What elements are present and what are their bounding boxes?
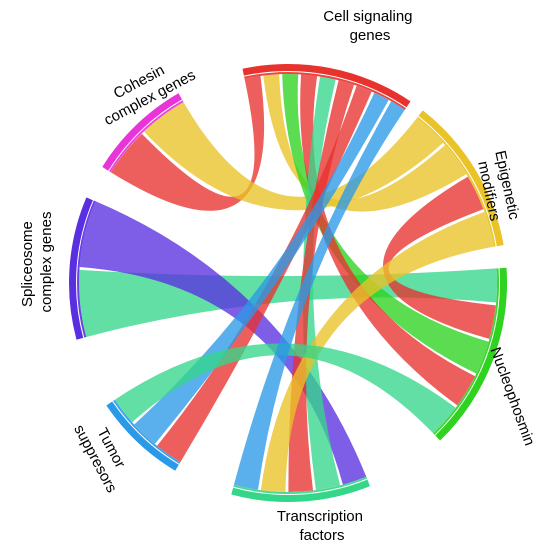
group-arc-inner-epi: [416, 116, 496, 247]
group-arc-tum: [106, 401, 179, 471]
group-arc-inner-npm: [433, 268, 499, 435]
ribbon-epi-npm: [383, 176, 496, 339]
ribbon-spl-tf: [79, 201, 367, 485]
group-arc-tf: [231, 479, 370, 502]
group-arc-inner-coh: [109, 100, 184, 173]
label-spliceosome-complex-genes: Spliceosome complex genes: [19, 212, 55, 313]
ribbon-tf-cell: [288, 80, 354, 492]
ribbon-tum-cell: [157, 85, 372, 463]
group-arc-inner-tf: [233, 476, 368, 494]
group-arc-npm: [435, 267, 508, 441]
ribbon-epi-cell: [263, 74, 467, 212]
label-transcription-factors: Transcription factors: [277, 508, 367, 544]
ribbon-coh-cell: [110, 75, 265, 211]
group-arc-coh: [102, 93, 182, 171]
label-nucleophosmin: Nucleophosmin: [487, 345, 538, 448]
ribbon-npm-cell: [300, 74, 476, 406]
ribbon-tf-cell: [233, 101, 405, 490]
ribbon-tf-cell: [302, 76, 341, 491]
ribbon-coh-epi: [143, 102, 444, 211]
ribbons: [78, 73, 498, 492]
group-arcs: [69, 64, 508, 502]
group-arc-inner-cell: [244, 72, 406, 110]
group-arc-inner-tum: [113, 399, 181, 464]
group-arc-spl: [69, 197, 93, 340]
ribbon-tum-npm: [114, 343, 456, 434]
label-cell-signaling: Cell signaling genes: [323, 8, 416, 44]
group-arc-cell: [242, 64, 411, 108]
ribbon-tum-cell: [134, 92, 389, 444]
group-arc-epi: [418, 110, 504, 247]
group-arc-inner-spl: [77, 200, 96, 338]
